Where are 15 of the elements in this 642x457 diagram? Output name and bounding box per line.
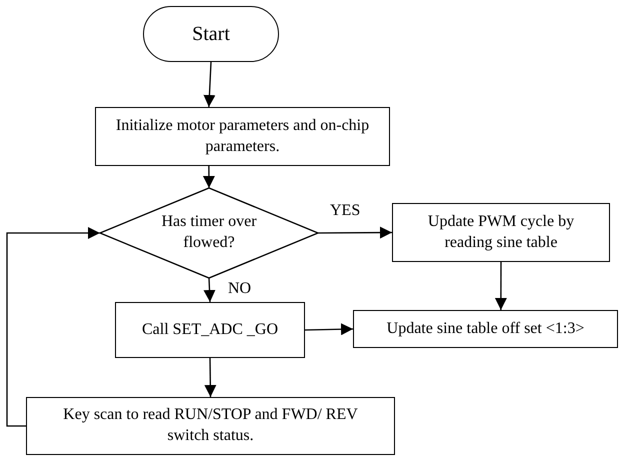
arrow — [202, 166, 215, 188]
start-terminal: Start — [143, 6, 279, 62]
decision-text: Has timer over flowed? — [160, 212, 258, 253]
arrow — [204, 358, 216, 397]
process-box: Update PWM cycle by reading sine table — [392, 203, 610, 262]
arrow — [318, 226, 392, 239]
process-box: Update sine table off set <1:3> — [353, 310, 618, 348]
arrow — [203, 62, 216, 108]
process-box: Initialize motor parameters and on-chip parameters. — [95, 107, 390, 166]
arrow — [494, 262, 507, 310]
arrow — [204, 278, 216, 302]
arrow — [6, 227, 100, 427]
process-box: Key scan to read RUN/STOP and FWD/ REV switch status. — [26, 397, 395, 455]
process-box: Call SET_ADC _GO — [115, 302, 305, 358]
arrow — [304, 323, 354, 336]
